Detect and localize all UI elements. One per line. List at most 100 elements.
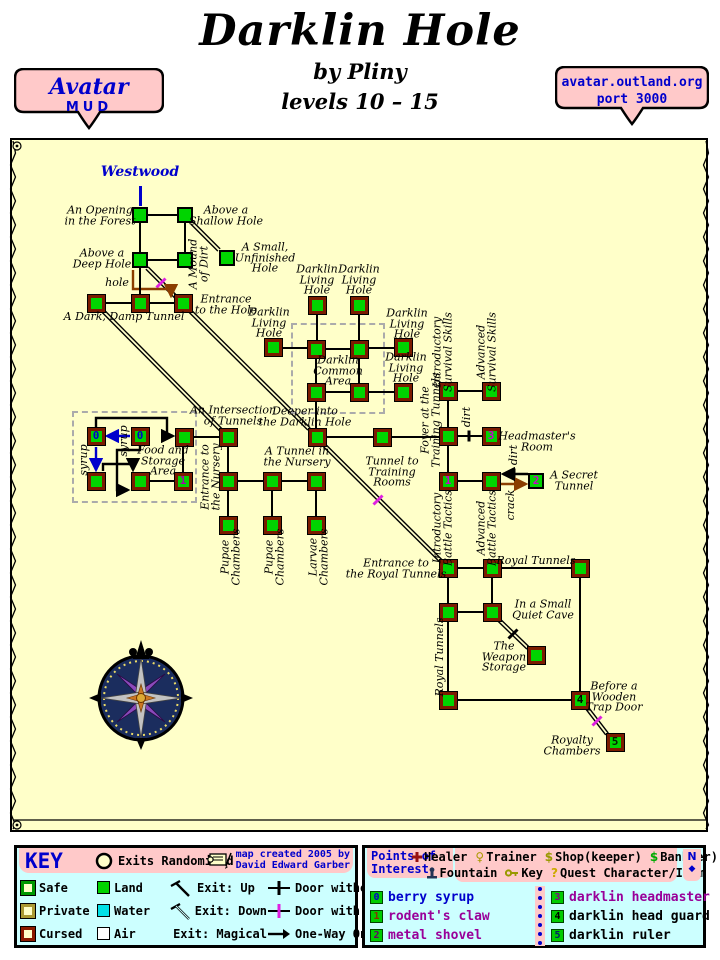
- food-storage-poi1: 1: [173, 471, 193, 491]
- healer-icon: [412, 852, 423, 862]
- passage-line: [579, 568, 581, 700]
- introductory-survival-skills: [438, 381, 458, 401]
- passage-line: [358, 349, 360, 392]
- zone-exit-line: [138, 186, 142, 206]
- door-lock-icon: [268, 903, 290, 918]
- poi-legend-key: Key: [505, 866, 543, 880]
- passage-line: [447, 436, 449, 481]
- label-royalty-chambers: Royalty Chambers: [543, 733, 601, 757]
- foyer-at-the-training-tunnels: [438, 426, 458, 446]
- poi-item-text: berry syrup: [388, 890, 475, 905]
- food-storage-se: [130, 471, 150, 491]
- nursery-tunnel-2: [262, 471, 282, 491]
- exits-randomized-label: Exits Randomized: [118, 854, 234, 868]
- key-entry-safe: Safe: [20, 876, 97, 899]
- key-entry-label: Air: [114, 926, 136, 941]
- fountain-icon: [426, 867, 437, 879]
- passage-line: [316, 305, 318, 349]
- key-entry-exit-up: Exit: Up: [169, 876, 267, 899]
- key-entry-label: One-Way Only: [295, 926, 382, 941]
- label-syrup: syrup: [76, 444, 90, 476]
- royal-tunnels-4: [438, 690, 458, 710]
- nursery-tunnel-1: [218, 471, 238, 491]
- passage-line: [316, 391, 359, 393]
- entrance-to-the-hole: [173, 293, 193, 313]
- poi-legend-healer: Healer: [412, 850, 467, 864]
- label-an-intersection-of-tunnels: An Intersection of Tunnels: [189, 403, 277, 427]
- passage-line: [315, 481, 317, 525]
- poi-icon-legend: Healer♀Trainer$Shop(keeper)$Bank(er) Fou…: [412, 850, 718, 882]
- darklin-living-hole-n1: [307, 295, 327, 315]
- passage-line: [139, 260, 141, 303]
- darklin-living-hole-w: [263, 337, 283, 357]
- door-without-lock-tick: [507, 628, 519, 640]
- land-room-swatch: [97, 881, 110, 894]
- label-headmaster-s-room: Headmaster's Room: [498, 429, 576, 453]
- key-header-strip: [19, 848, 353, 873]
- pupae-chambers-2: [262, 515, 282, 535]
- royal-tunnels-2: [570, 558, 590, 578]
- passage-line: [491, 568, 493, 612]
- north-diamond-icon: ◆: [688, 864, 696, 874]
- label-above-a-deep-hole: Above a Deep Hole: [72, 246, 132, 270]
- food-storage-sw: [86, 471, 106, 491]
- passage-line: [448, 567, 580, 569]
- trainer-icon: ♀: [475, 850, 485, 864]
- server-address-badge: avatar.outland.org port 3000: [555, 66, 709, 126]
- door-with-lock-tick: [155, 277, 167, 289]
- poi-legend-shop: $Shop(keeper): [545, 850, 642, 864]
- poi-item-text: rodent's claw: [388, 909, 490, 924]
- deeper-into-the-darklin-hole: [307, 427, 327, 447]
- label-the-weapon-storage: The Weapon Storage: [481, 639, 527, 674]
- randomized-circle-icon: [95, 852, 113, 870]
- key-icon: [505, 869, 519, 877]
- quest-icon: ?: [551, 866, 558, 880]
- passage-line: [140, 214, 185, 216]
- label-tunnel-to-training-rooms: Tunnel to Training Rooms: [365, 454, 419, 489]
- poi-number-1: 1: [444, 474, 452, 487]
- key-entry-land: Land: [97, 876, 169, 899]
- poi-number-0: 0: [92, 429, 100, 442]
- key-entry-label: Land: [114, 880, 143, 895]
- label-hole: hole: [105, 275, 129, 289]
- storage-one-way-2: [115, 446, 142, 498]
- passage-line: [227, 437, 229, 481]
- darklin-common-area-sw: [306, 382, 326, 402]
- label-larvae-chambers: Larvae Chambers: [306, 528, 331, 586]
- key-entry-air: Air: [97, 922, 169, 945]
- label-syrup: syrup: [116, 425, 130, 457]
- bank-icon: $: [649, 850, 659, 864]
- label-a-dark-damp-tunnel: A Dark, Damp Tunnel: [63, 309, 185, 323]
- label-introductory-battle-tactics: Introductory Battle Tactics: [430, 490, 455, 566]
- north-label: N: [687, 850, 697, 863]
- label-darklin-living-hole: Darklin Living Hole: [385, 350, 427, 385]
- badge-avatar-label: Avatar: [49, 74, 129, 100]
- passage-line: [182, 437, 184, 481]
- passage-line: [316, 348, 359, 350]
- cursed-room-swatch: [20, 925, 36, 942]
- poi-number-5: 5: [611, 735, 619, 748]
- key-entry-one-way-only: One-Way Only: [267, 922, 418, 945]
- poi-legend-label: Key: [521, 866, 544, 880]
- passage-line: [184, 215, 186, 260]
- compass-rose: [89, 640, 193, 750]
- key-entry-label: Water: [114, 903, 151, 918]
- exit-up-icon: [170, 879, 190, 897]
- passage-line: [447, 391, 449, 436]
- above-a-deep-hole: [132, 252, 148, 268]
- poi-legend-label: Fountain: [439, 866, 498, 880]
- hole-magic-passage: [131, 270, 179, 299]
- darklin-common-area-se: [349, 382, 369, 402]
- poi-number-chip: 3: [551, 891, 564, 904]
- passage-line: [447, 568, 449, 612]
- passage-line: [140, 480, 183, 482]
- key-title: KEY: [25, 849, 63, 873]
- darklin-common-area-ne: [349, 339, 369, 359]
- passage-line: [273, 347, 316, 349]
- dark-damp-tunnel-west: [86, 293, 106, 313]
- label-foyer-at-the-training-tunnels: Foyer at the Training Tunnels: [418, 372, 443, 468]
